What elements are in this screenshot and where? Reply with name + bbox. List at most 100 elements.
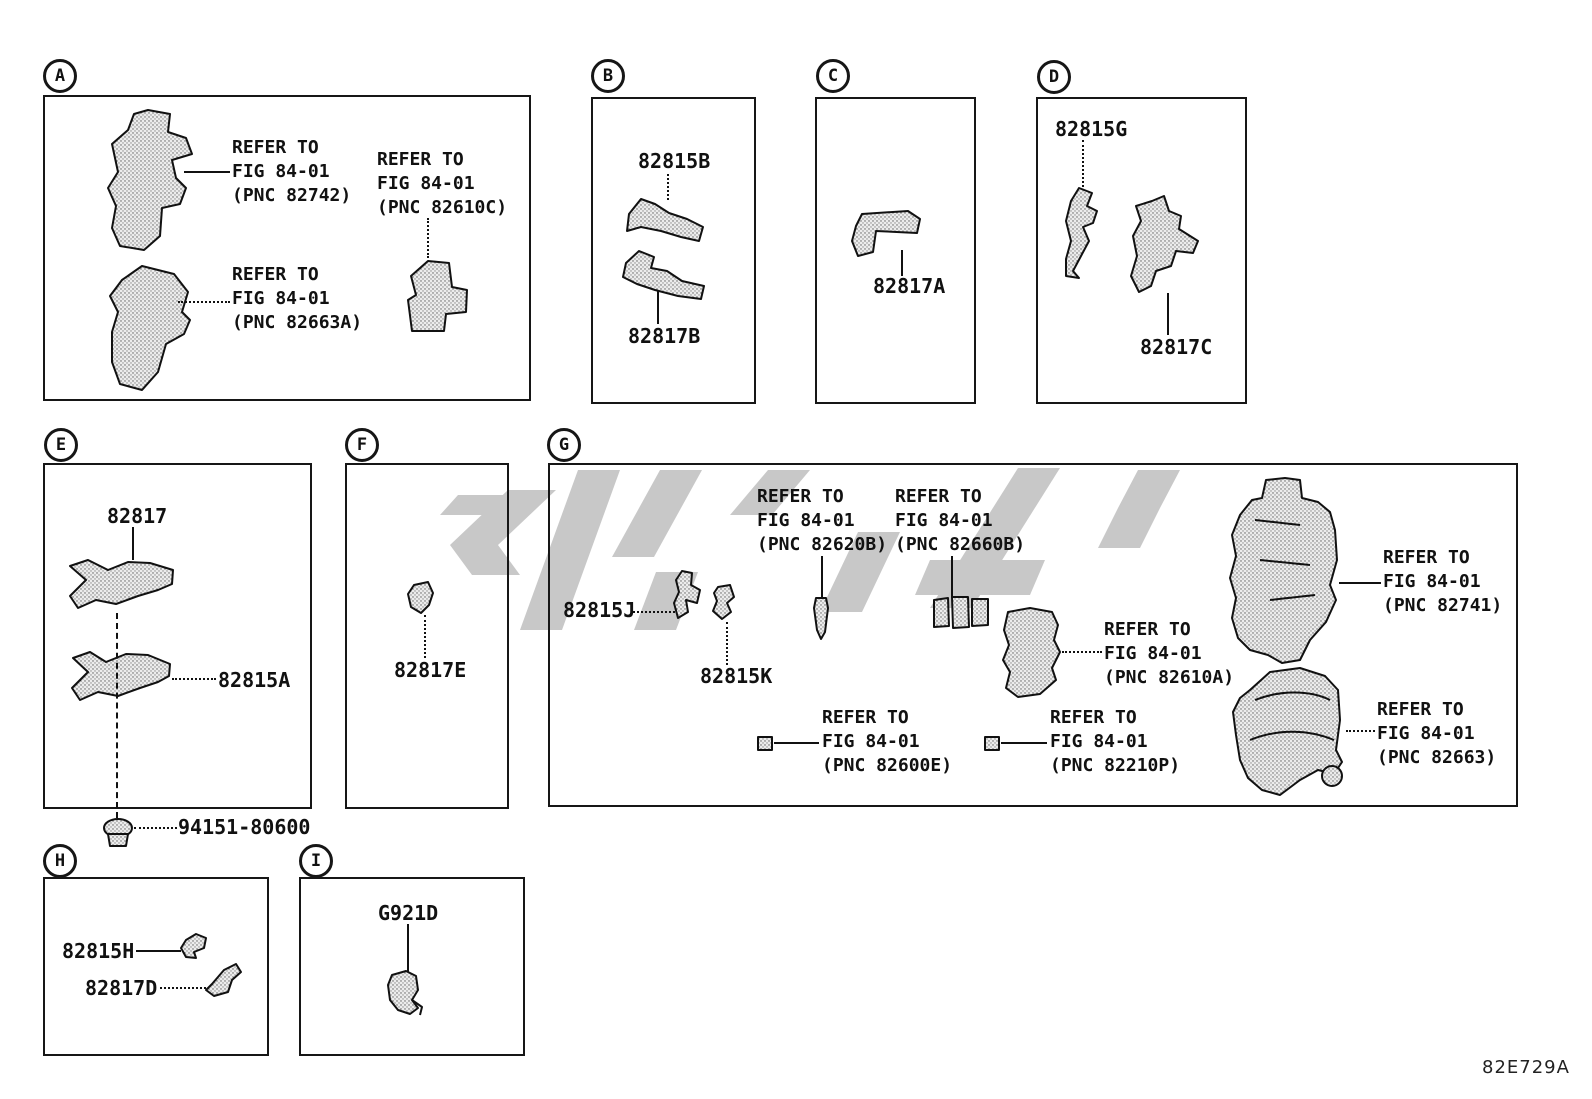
part-number-g921d: G921D bbox=[378, 901, 439, 925]
refer-note-82741: REFER TO FIG 84-01 (PNC 82741) bbox=[1383, 546, 1502, 618]
section-a-letter: A bbox=[54, 66, 66, 86]
part-pnc-82610c-illustration bbox=[407, 260, 468, 332]
section-d-letter: D bbox=[1048, 67, 1060, 87]
refer-line: REFER TO bbox=[822, 707, 909, 728]
leader-82817b bbox=[657, 290, 659, 324]
refer-note-82610c: REFER TO FIG 84-01 (PNC 82610C) bbox=[377, 148, 507, 220]
leader-82610a bbox=[1062, 651, 1102, 653]
refer-note-82210p: REFER TO FIG 84-01 (PNC 82210P) bbox=[1050, 706, 1180, 778]
refer-line: FIG 84-01 bbox=[822, 731, 920, 752]
section-c-letter: C bbox=[827, 66, 839, 86]
section-e-badge: E bbox=[44, 428, 78, 462]
section-h-badge: H bbox=[43, 844, 77, 878]
part-82817b-illustration bbox=[622, 250, 705, 300]
part-82817a-illustration bbox=[851, 210, 921, 257]
part-number-82815k: 82815K bbox=[700, 664, 773, 688]
refer-line: (PNC 82610C) bbox=[377, 197, 508, 218]
refer-line: REFER TO bbox=[1383, 547, 1470, 568]
part-g921d-hook bbox=[411, 999, 423, 1016]
part-82815b-illustration bbox=[626, 198, 704, 242]
part-pnc-82610a-illustration bbox=[1002, 607, 1061, 698]
refer-line: FIG 84-01 bbox=[1383, 571, 1481, 592]
section-i-badge: I bbox=[299, 844, 333, 878]
section-i-letter: I bbox=[310, 851, 322, 871]
section-f-box bbox=[345, 463, 509, 809]
refer-line: FIG 84-01 bbox=[895, 510, 993, 531]
section-i-box bbox=[299, 877, 525, 1056]
part-number-82817d: 82817D bbox=[85, 976, 158, 1000]
part-82815h-illustration bbox=[180, 933, 207, 959]
leader-94151 bbox=[134, 827, 177, 829]
part-number-82815g: 82815G bbox=[1055, 117, 1128, 141]
refer-note-82663: REFER TO FIG 84-01 (PNC 82663) bbox=[1377, 698, 1496, 770]
refer-line: FIG 84-01 bbox=[232, 288, 330, 309]
refer-line: (PNC 82741) bbox=[1383, 595, 1503, 616]
section-h-letter: H bbox=[54, 851, 66, 871]
refer-note-82663a: REFER TO FIG 84-01 (PNC 82663A) bbox=[232, 263, 362, 335]
refer-line: (PNC 82600E) bbox=[822, 755, 953, 776]
section-f-letter: F bbox=[356, 435, 368, 455]
section-c-badge: C bbox=[816, 59, 850, 93]
part-g921d-illustration bbox=[387, 970, 419, 1015]
part-pnc-82660b-illustration bbox=[933, 596, 989, 629]
centerline-e bbox=[116, 613, 118, 818]
part-82817c-illustration bbox=[1130, 195, 1199, 293]
refer-line: REFER TO bbox=[895, 486, 982, 507]
leader-82817c bbox=[1167, 293, 1169, 335]
part-82815g-illustration bbox=[1065, 187, 1098, 279]
refer-line: (PNC 82610A) bbox=[1104, 667, 1235, 688]
refer-note-82742: REFER TO FIG 84-01 (PNC 82742) bbox=[232, 136, 351, 208]
refer-note-82660b: REFER TO FIG 84-01 (PNC 82660B) bbox=[895, 485, 1025, 557]
part-number-94151-80600: 94151-80600 bbox=[178, 815, 311, 839]
leader-82660b bbox=[951, 556, 953, 597]
refer-line: REFER TO bbox=[232, 264, 319, 285]
leader-82815h bbox=[136, 950, 181, 952]
leader-82210p bbox=[1001, 742, 1047, 744]
refer-line: (PNC 82663A) bbox=[232, 312, 363, 333]
part-number-82817c: 82817C bbox=[1140, 335, 1213, 359]
section-d-badge: D bbox=[1037, 60, 1071, 94]
figure-code: 82E729A bbox=[1482, 1057, 1570, 1078]
part-pnc-82742-illustration bbox=[107, 109, 193, 251]
refer-line: (PNC 82620B) bbox=[757, 534, 888, 555]
leader-g921d bbox=[407, 924, 409, 972]
leader-82817e bbox=[424, 615, 426, 658]
leader-82663 bbox=[1346, 730, 1375, 732]
part-94151-80600-base-illustration bbox=[107, 833, 129, 847]
leader-82815b bbox=[667, 174, 669, 200]
part-number-82815h: 82815H bbox=[62, 939, 135, 963]
part-number-82817e: 82817E bbox=[394, 658, 467, 682]
part-82815k-illustration bbox=[712, 584, 735, 620]
part-pnc-82663a-illustration bbox=[109, 265, 191, 391]
leader-82817a bbox=[901, 250, 903, 276]
part-82815a-illustration bbox=[71, 651, 171, 701]
part-number-82817a: 82817A bbox=[873, 274, 946, 298]
leader-82817d bbox=[160, 987, 206, 989]
section-b-box bbox=[591, 97, 756, 404]
part-pnc-82741-detail bbox=[1254, 519, 1316, 601]
section-b-badge: B bbox=[591, 59, 625, 93]
part-number-82815b: 82815B bbox=[638, 149, 711, 173]
part-number-82815a: 82815A bbox=[218, 668, 291, 692]
part-pnc-82741-illustration bbox=[1229, 477, 1338, 664]
section-g-badge: G bbox=[547, 428, 581, 462]
leader-82741 bbox=[1339, 582, 1381, 584]
section-a-box bbox=[43, 95, 531, 401]
refer-line: REFER TO bbox=[757, 486, 844, 507]
leader-82817 bbox=[132, 527, 134, 560]
leader-82600e bbox=[774, 742, 819, 744]
section-d-box bbox=[1036, 97, 1247, 404]
refer-line: REFER TO bbox=[377, 149, 464, 170]
refer-line: FIG 84-01 bbox=[377, 173, 475, 194]
leader-82815j bbox=[633, 611, 675, 613]
leader-82610c bbox=[427, 218, 429, 258]
refer-line: REFER TO bbox=[1377, 699, 1464, 720]
part-82817-illustration bbox=[69, 559, 174, 609]
part-pnc-82600e-illustration bbox=[757, 736, 773, 751]
section-g-box bbox=[548, 463, 1518, 807]
refer-note-82600e: REFER TO FIG 84-01 (PNC 82600E) bbox=[822, 706, 952, 778]
refer-note-82620b: REFER TO FIG 84-01 (PNC 82620B) bbox=[757, 485, 887, 557]
part-number-82817b: 82817B bbox=[628, 324, 701, 348]
